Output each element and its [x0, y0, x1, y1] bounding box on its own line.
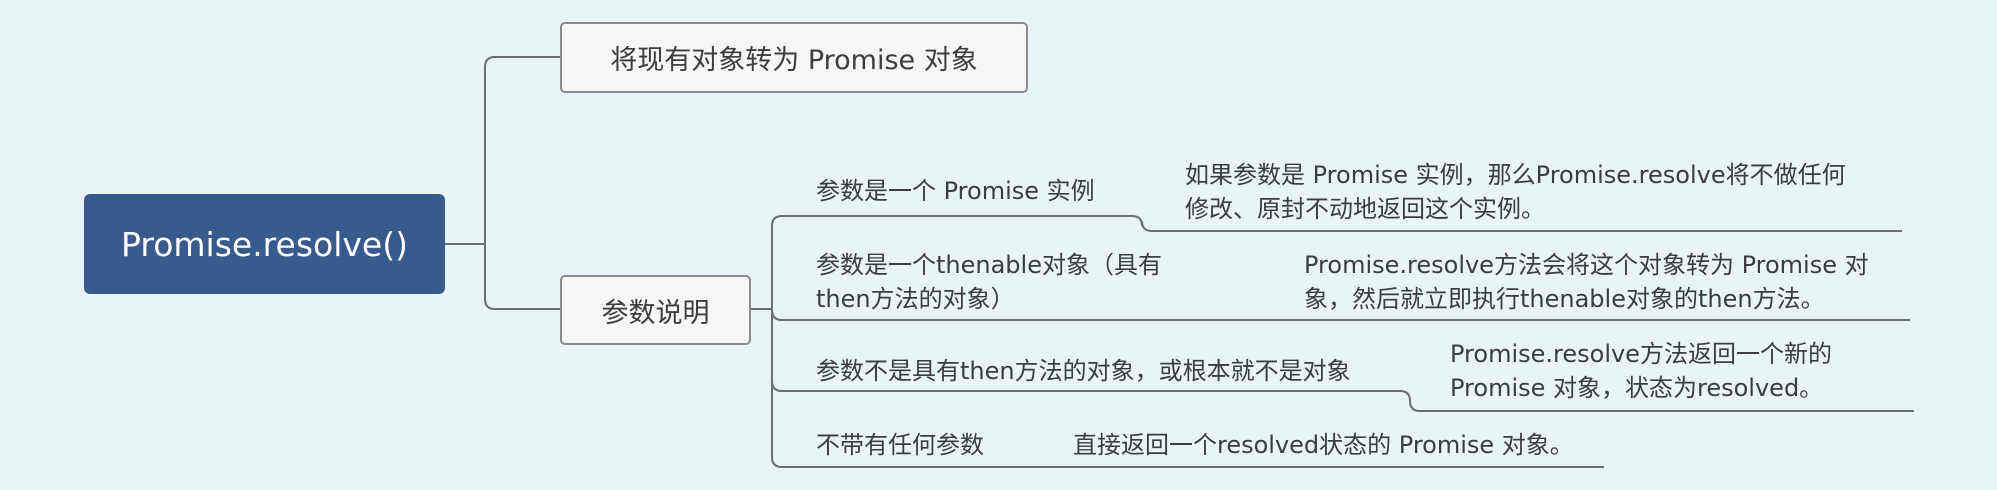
connector-case-1 — [782, 215, 1902, 232]
root-node[interactable]: Promise.resolve() — [84, 194, 445, 294]
case-2-condition-line-1[interactable]: 参数是一个thenable对象（具有 — [816, 251, 1162, 279]
connector-branch-convert — [484, 56, 560, 244]
case-1-result-line-2: 修改、原封不动地返回这个实例。 — [1185, 195, 1545, 223]
case-4-result: 直接返回一个resolved状态的 Promise 对象。 — [1073, 431, 1574, 459]
connector-case-3 — [771, 380, 1914, 412]
branch-convert-node[interactable]: 将现有对象转为 Promise 对象 — [560, 22, 1028, 93]
connector-case-2 — [771, 309, 1910, 321]
connector-cases-trunk — [771, 215, 783, 468]
case-2-condition-line-2[interactable]: then方法的对象） — [816, 285, 1015, 313]
case-1-result-line-1: 如果参数是 Promise 实例，那么Promise.resolve将不做任何 — [1185, 161, 1846, 189]
connector-branch-params — [484, 244, 560, 310]
case-1-condition[interactable]: 参数是一个 Promise 实例 — [816, 177, 1095, 205]
case-3-condition[interactable]: 参数不是具有then方法的对象，或根本就不是对象 — [816, 357, 1351, 385]
branch-params-node[interactable]: 参数说明 — [560, 275, 751, 345]
case-2-result-line-2: 象，然后就立即执行thenable对象的then方法。 — [1304, 285, 1825, 313]
case-3-result-line-1: Promise.resolve方法返回一个新的 — [1450, 340, 1832, 368]
case-4-condition[interactable]: 不带有任何参数 — [816, 431, 984, 459]
case-2-result-line-1: Promise.resolve方法会将这个对象转为 Promise 对 — [1304, 251, 1869, 279]
case-3-result-line-2: Promise 对象，状态为resolved。 — [1450, 374, 1824, 402]
